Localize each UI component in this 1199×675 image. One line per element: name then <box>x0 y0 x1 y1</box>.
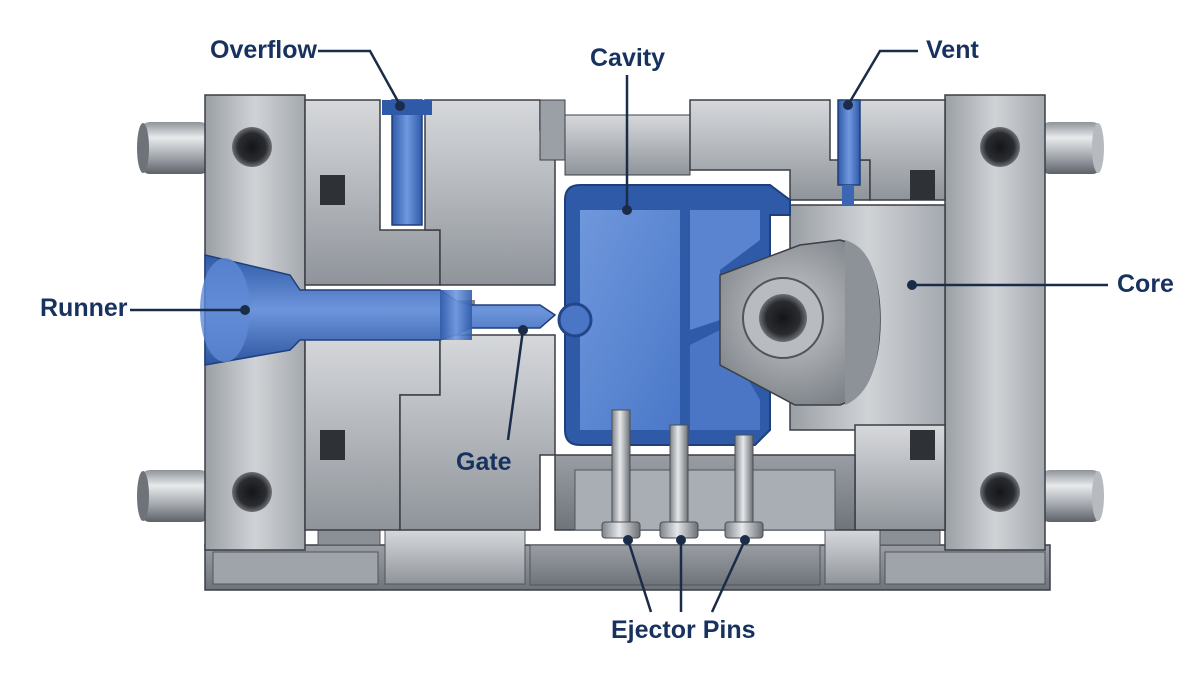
label-ejector-pins: Ejector Pins <box>611 616 756 644</box>
cavity-region <box>557 184 791 446</box>
bolt-hole <box>980 127 1020 167</box>
label-overflow: Overflow <box>210 36 317 64</box>
overflow-channel <box>382 99 432 226</box>
bolt-hole <box>232 472 272 512</box>
ejector-pin <box>659 424 699 539</box>
ejector-pin <box>601 409 641 539</box>
leader-gate <box>506 329 525 441</box>
lower-center-blocks <box>554 454 856 531</box>
ejector-pin <box>724 434 764 539</box>
leader-ejector-1 <box>626 539 653 613</box>
core-boss <box>719 239 881 406</box>
left-inner-blocks <box>304 99 556 531</box>
leader-overflow <box>318 49 402 106</box>
bolt-hole <box>980 472 1020 512</box>
label-gate: Gate <box>456 448 512 476</box>
label-runner: Runner <box>40 294 128 322</box>
label-core: Core <box>1117 270 1174 298</box>
guide-rod-bottom-right <box>1040 470 1102 522</box>
base-plates <box>204 529 1051 591</box>
ejector-pins <box>601 409 764 539</box>
guide-rods <box>137 122 1104 522</box>
guide-rod-bottom-left <box>140 470 210 522</box>
guide-rod-top-right <box>1040 122 1102 174</box>
right-outer-plate <box>944 94 1046 551</box>
vent-channel <box>837 99 861 205</box>
leader-ejector-3 <box>710 539 747 613</box>
label-vent: Vent <box>926 36 979 64</box>
bolt-hole <box>232 127 272 167</box>
top-center-blocks <box>539 99 946 201</box>
leader-vent <box>846 49 918 106</box>
guide-rod-top-left <box>140 122 210 174</box>
leader-lines <box>130 49 1108 613</box>
label-cavity: Cavity <box>590 44 666 72</box>
